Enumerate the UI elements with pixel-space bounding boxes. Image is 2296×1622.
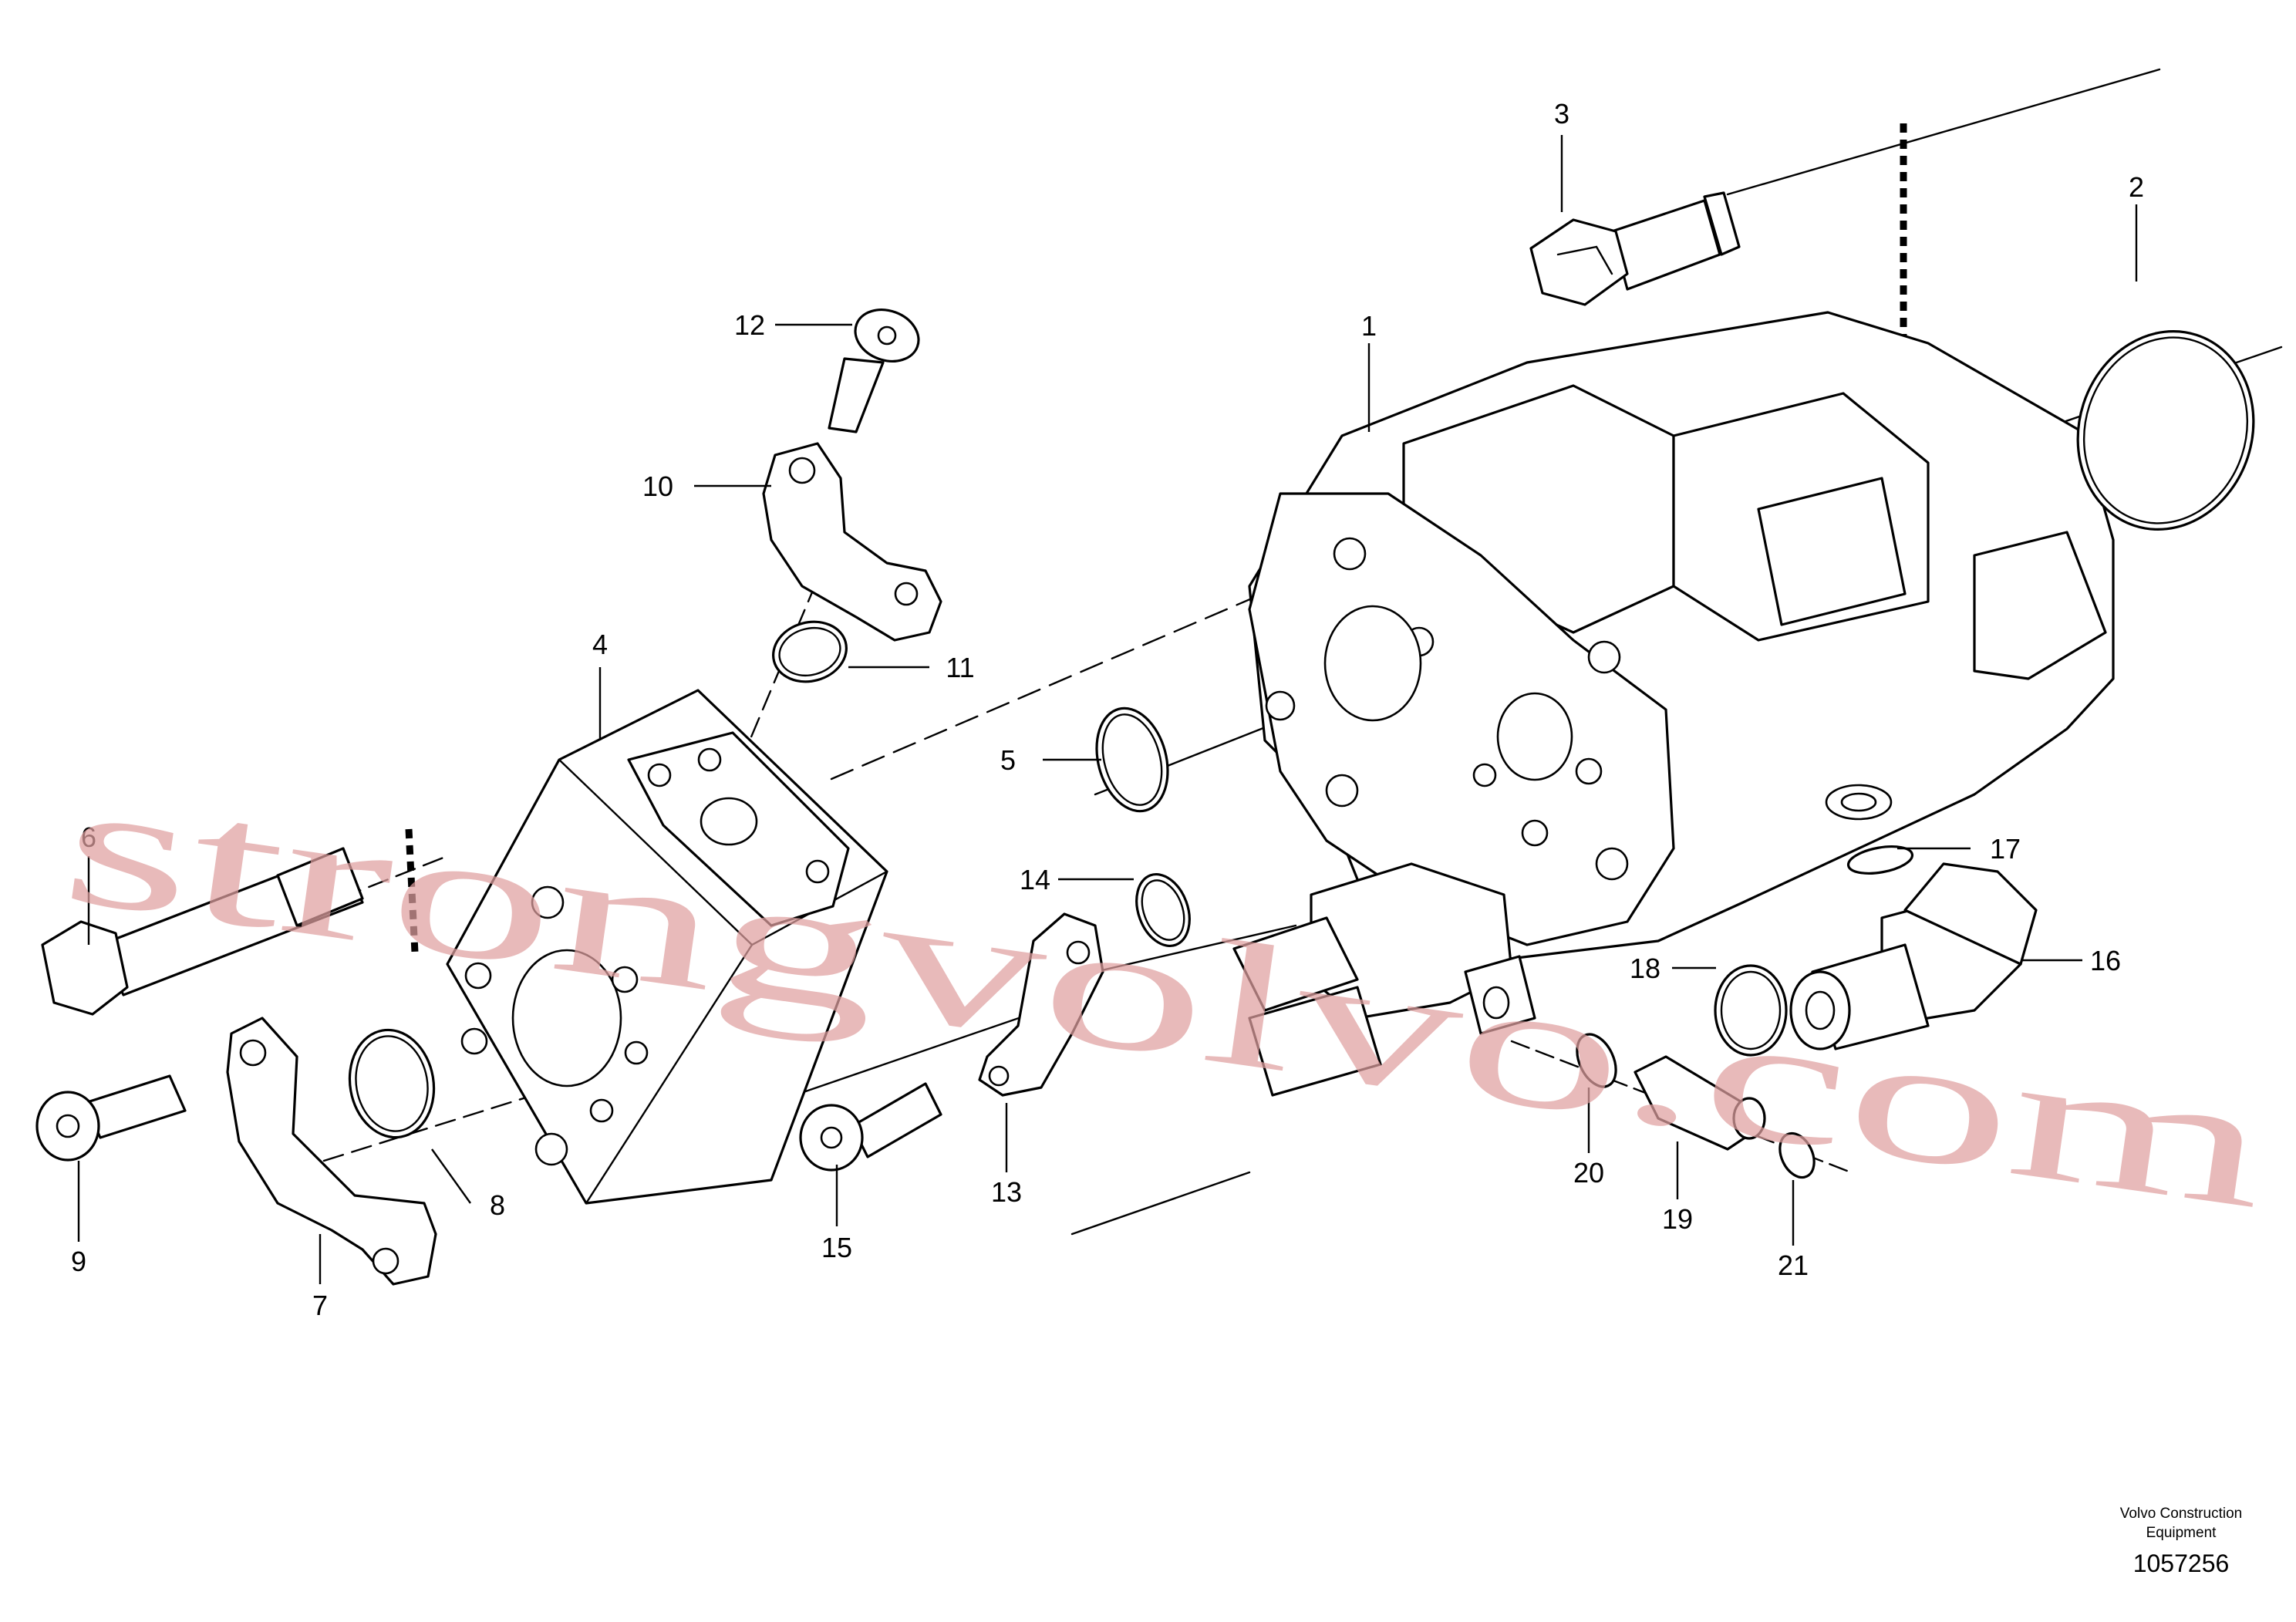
flange-half-7 xyxy=(226,1017,437,1286)
pump-body xyxy=(1232,311,2115,1097)
heavy-dashed-lines xyxy=(405,123,1907,953)
o-ring-8 xyxy=(348,1028,436,1139)
callout-1: 1 xyxy=(1361,310,1377,342)
callout-10: 10 xyxy=(642,470,673,502)
callout-9: 9 xyxy=(71,1246,86,1277)
callout-11: 11 xyxy=(946,652,974,683)
elbow-fitting xyxy=(1789,862,2038,1050)
flange-half-13 xyxy=(978,912,1104,1097)
callout-8: 8 xyxy=(490,1189,505,1221)
flange-bolt xyxy=(1529,191,1741,306)
callout-14: 14 xyxy=(1020,864,1050,895)
socket-screw-9 xyxy=(35,1074,187,1162)
o-ring-11 xyxy=(772,620,848,683)
credit-block: Volvo Construction Equipment 1057256 xyxy=(2120,1506,2242,1577)
callout-5: 5 xyxy=(1000,744,1016,776)
socket-screw-12 xyxy=(828,309,920,433)
callout-2: 2 xyxy=(2129,171,2144,203)
callout-15: 15 xyxy=(821,1232,852,1263)
socket-screw-15 xyxy=(799,1082,942,1172)
callout-3: 3 xyxy=(1554,98,1569,130)
callout-18: 18 xyxy=(1630,953,1660,984)
o-ring-14 xyxy=(1135,872,1191,948)
callout-16: 16 xyxy=(2090,945,2121,976)
credit-line-1: Volvo Construction xyxy=(2120,1506,2242,1522)
callout-20: 20 xyxy=(1573,1157,1604,1189)
callout-21: 21 xyxy=(1778,1249,1809,1281)
leader-lines xyxy=(77,135,2138,1284)
adapter-block xyxy=(446,689,888,1205)
long-bolt xyxy=(41,847,364,1016)
callout-labels: 1 2 3 4 5 6 7 8 9 10 11 12 13 14 15 16 1… xyxy=(71,98,2144,1321)
drawing-number: 1057256 xyxy=(2133,1549,2230,1577)
seal-20 xyxy=(1576,1033,1617,1088)
callout-7: 7 xyxy=(312,1290,328,1321)
callout-6: 6 xyxy=(81,821,96,853)
credit-line-2: Equipment xyxy=(2146,1525,2217,1541)
o-ring-17 xyxy=(1846,845,1914,875)
callout-4: 4 xyxy=(592,629,608,660)
flange-half-10 xyxy=(762,442,942,642)
callout-19: 19 xyxy=(1662,1203,1693,1235)
test-nipple xyxy=(1633,1055,1766,1151)
callout-12: 12 xyxy=(734,309,765,341)
callout-13: 13 xyxy=(991,1176,1022,1208)
seal-21 xyxy=(1778,1131,1816,1179)
callout-17: 17 xyxy=(1990,833,2021,865)
large-o-ring xyxy=(2076,330,2255,531)
o-ring-5 xyxy=(1095,706,1169,813)
o-ring-18 xyxy=(1714,964,1788,1057)
